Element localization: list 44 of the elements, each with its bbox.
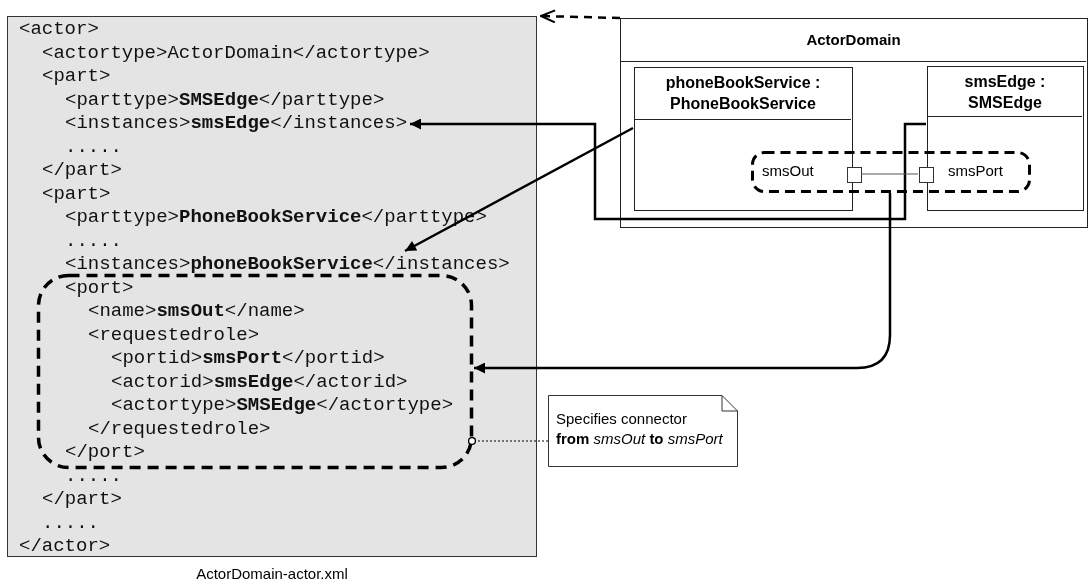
connector-line — [860, 173, 919, 175]
code-line: <actor> — [19, 18, 99, 42]
part-title: smsEdge : SMSEdge — [963, 72, 1047, 113]
dashed-outline — [37, 274, 473, 469]
code-line: ..... — [65, 464, 122, 488]
dashed-arrow — [540, 9, 621, 24]
code-line: <actorid>smsEdge</actorid> — [111, 370, 408, 394]
note-box — [548, 395, 738, 467]
code-line: ..... — [65, 229, 122, 253]
code-line: <actortype>SMSEdge</actortype> — [111, 394, 454, 418]
code-line: <part> — [42, 182, 111, 206]
leader-line — [467, 436, 549, 446]
code-line: <port> — [65, 276, 134, 300]
code-line: <instances>phoneBookService</instances> — [65, 253, 510, 277]
code-line: <parttype>SMSEdge</parttype> — [65, 88, 385, 112]
part-box — [634, 67, 853, 211]
component-box — [620, 18, 1088, 228]
arrow — [410, 118, 926, 221]
code-line: ..... — [65, 135, 122, 159]
code-line: ..... — [42, 511, 99, 535]
dashed-outline — [751, 151, 1031, 193]
component-title: ActorDomain — [805, 30, 902, 50]
part-title: phoneBookService : PhoneBookService — [664, 73, 822, 114]
code-line: </part> — [42, 159, 122, 183]
port-label: smsPort — [948, 162, 1003, 179]
file-caption: ActorDomain-actor.xml — [195, 565, 349, 582]
note-text: Specifies connector from smsOut to smsPort — [556, 409, 724, 449]
code-line: <name>smsOut</name> — [88, 300, 305, 324]
code-line: </requestedrole> — [88, 417, 271, 441]
port-square — [919, 167, 934, 183]
port-label: smsOut — [762, 162, 814, 179]
arrow — [474, 193, 892, 374]
code-line: </actor> — [19, 535, 111, 559]
port-square — [847, 167, 862, 183]
code-line: </part> — [42, 488, 122, 512]
part-box — [927, 66, 1084, 211]
code-line: </port> — [65, 441, 145, 465]
code-line: <requestedrole> — [88, 323, 260, 347]
arrow — [404, 126, 634, 253]
code-line: <portid>smsPort</portid> — [111, 347, 385, 371]
code-panel — [7, 16, 537, 557]
code-line: <part> — [42, 65, 111, 89]
code-line: <instances>smsEdge</instances> — [65, 112, 408, 136]
code-line: <actortype>ActorDomain</actortype> — [42, 41, 430, 65]
